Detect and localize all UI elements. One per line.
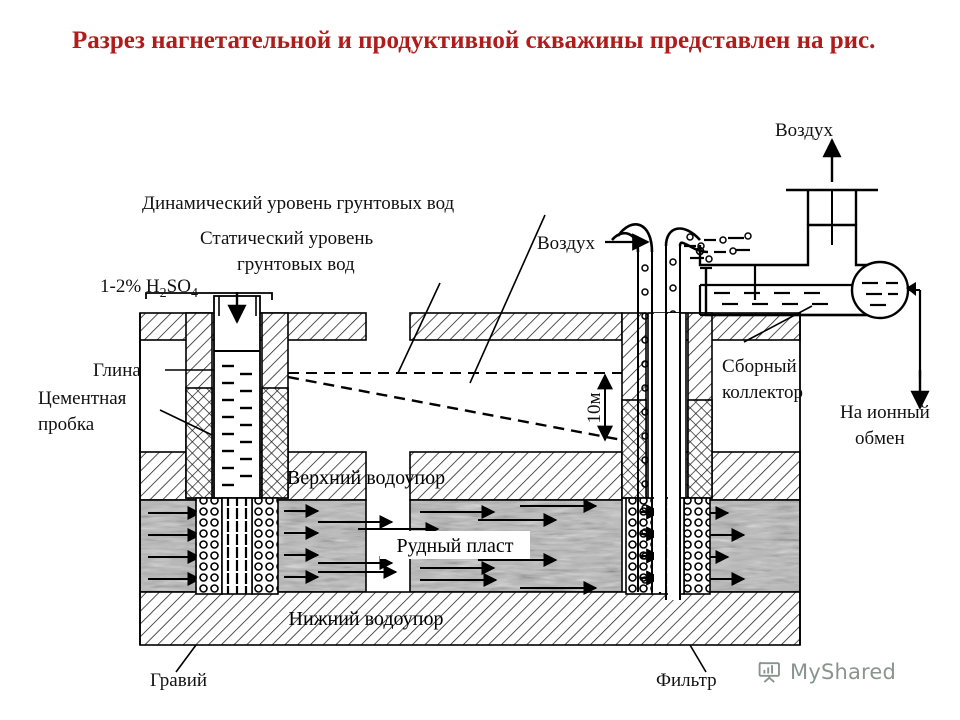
injection-well: [145, 292, 289, 595]
cement-plug-label-line1: Цементная: [38, 388, 127, 409]
watermark-text: MyShared: [790, 659, 897, 684]
myshared-watermark: MyShared: [756, 658, 896, 685]
acid-so: SO: [167, 276, 191, 297]
prod-cement-right: [687, 399, 713, 499]
dynamic-level-line: [287, 375, 623, 442]
gravel-pack-left: [195, 497, 223, 595]
ion-exchange-label-line2: обмен: [855, 428, 905, 449]
ion-exchange-label-line1: На ионный: [840, 402, 930, 423]
prod-cement-left: [621, 399, 647, 499]
air-bubbles-downcomer: [641, 264, 649, 584]
production-well: [611, 223, 713, 600]
cement-plug-right: [261, 387, 289, 499]
prod-gravel-right: [683, 497, 711, 595]
air-outlet-label: Воздух: [775, 120, 834, 141]
collector-label-line1: Сборный: [722, 356, 797, 377]
lower-aquiclude-label: Нижний водоупор: [289, 608, 444, 630]
title-line-2: на рис.: [796, 27, 876, 54]
clay-label: Глина: [93, 360, 141, 381]
filter-label: Фильтр: [656, 670, 717, 691]
static-level-label-line1: Статический уровень: [200, 228, 374, 249]
diagram-labels: Динамический уровень грунтовых вод Стати…: [38, 120, 930, 691]
solution-column: [222, 364, 252, 487]
leader-lines: [159, 214, 813, 673]
injection-filter: [221, 497, 253, 595]
ore-bed-label: Рудный пласт: [396, 535, 513, 557]
static-level-label-line2: грунтовых вод: [237, 254, 355, 275]
title-line-1: Разрез нагнетательной и продуктивной скв…: [72, 27, 791, 54]
acid-subscript-4: 4: [191, 286, 198, 301]
cement-plug-left: [185, 387, 213, 499]
presentation-board-icon: [758, 661, 780, 683]
discharge-spray: [684, 232, 752, 270]
water-levels: 10м: [287, 372, 623, 442]
riser-discharge-bend: [664, 227, 701, 247]
bulb-liquid: [862, 281, 898, 307]
acid-feed-pipe: [145, 292, 273, 300]
cement-plug-label-line2: пробка: [38, 414, 95, 435]
dynamic-level-label: Динамический уровень грунтовых вод: [142, 193, 455, 214]
collector-label-line2: коллектор: [722, 382, 803, 403]
slide-title: Разрез нагнетательной и продуктивной скв…: [40, 24, 930, 58]
gravel-label: Гравий: [150, 670, 207, 691]
acid-subscript-2: 2: [160, 286, 167, 301]
upper-aquiclude-label: Верхний водоупор: [287, 467, 445, 489]
separator-tank: [684, 138, 930, 410]
air-inlet-label: Воздух: [537, 233, 596, 254]
gravel-pack-right: [251, 497, 279, 595]
acid-prefix: 1-2% H: [100, 276, 160, 297]
lower-aquiclude-layer: [139, 591, 801, 646]
acid-concentration-label: 1-2% H2SO4: [100, 276, 198, 301]
depth-mark-label: 10м: [584, 392, 605, 423]
tank-liquid: [714, 291, 828, 306]
collector-bulb: [850, 260, 910, 320]
injection-borehole: [213, 295, 261, 499]
